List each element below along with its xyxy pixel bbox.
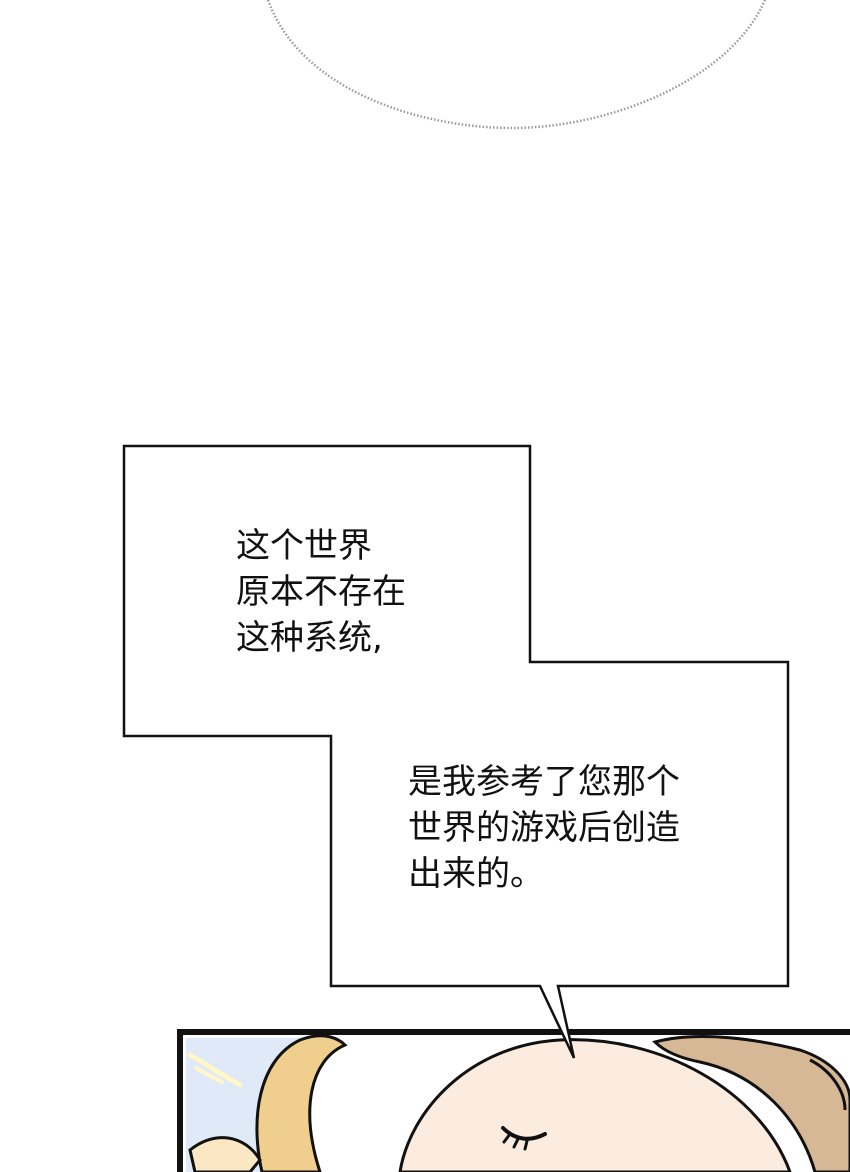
speech-line: 出来的。 [408,854,544,894]
speech-text-1: 这个世界 原本不存在 这种系统, [236,523,406,661]
speech-line: 世界的游戏后创造 [408,808,680,848]
dotted-arc [266,0,767,130]
bottom-comic-panel [177,1029,850,1172]
speech-line: 原本不存在 [236,572,406,612]
speech-line: 是我参考了您那个 [408,762,680,802]
speech-bubble [122,444,790,1059]
speech-line: 这种系统, [236,618,383,658]
speech-text-2: 是我参考了您那个 世界的游戏后创造 出来的。 [408,759,680,897]
speech-line: 这个世界 [236,526,372,566]
